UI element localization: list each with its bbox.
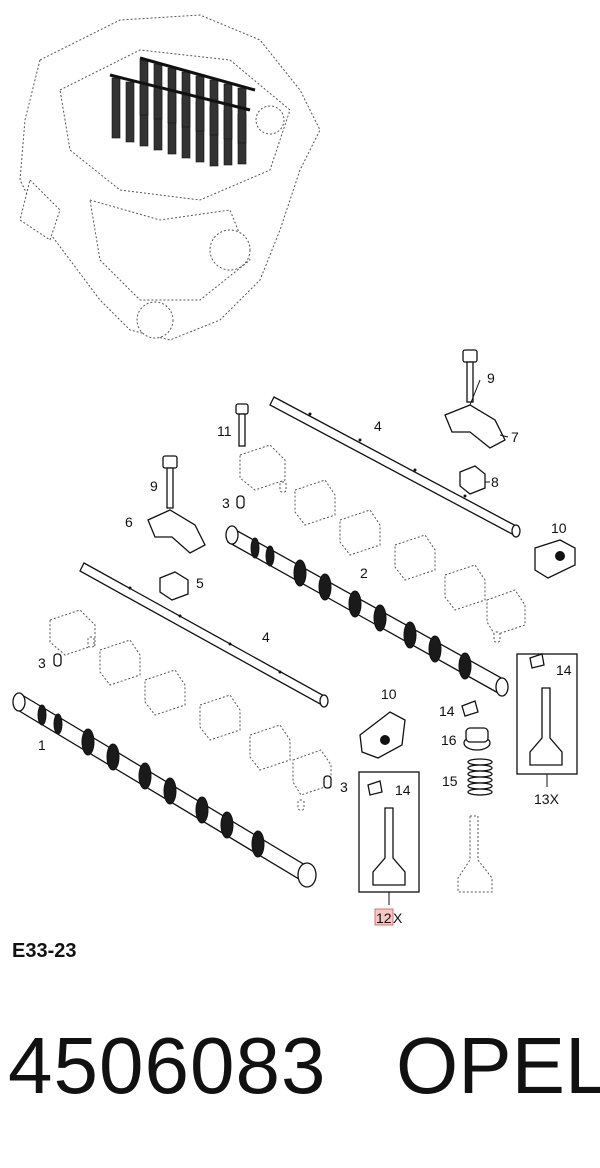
highlight-12 [374, 908, 394, 926]
dowel-3-a [236, 495, 245, 509]
bracket-7 [444, 404, 506, 449]
callout-4-a: 4 [374, 418, 382, 434]
bearing-caps-lower-outline [49, 609, 332, 811]
valve-seal-16 [463, 727, 491, 751]
callout-9-a: 9 [487, 370, 495, 386]
callout-3-a: 3 [222, 495, 230, 511]
valve-kit-12x-box [358, 771, 420, 905]
figure-code: E33-23 [12, 940, 77, 962]
valve-spring-15 [467, 758, 493, 796]
callout-6: 6 [125, 514, 133, 530]
callout-10-b: 10 [381, 686, 397, 702]
callout-14-c: 14 [395, 782, 411, 798]
callout-14-a: 14 [556, 662, 572, 678]
dowel-3-b [53, 653, 62, 667]
bolt-9-upper [462, 349, 478, 403]
camshaft-exhaust [12, 692, 317, 888]
callout-leaders [469, 379, 509, 483]
rocker-shaft-upper [269, 396, 521, 538]
valve-kit-13x-box [516, 653, 578, 787]
valve-keepers-14 [461, 700, 479, 717]
rocker-arm-10-upper [534, 539, 576, 579]
bracket-6 [147, 509, 206, 554]
callout-7: 7 [511, 429, 519, 445]
callout-12: 12 [376, 910, 392, 926]
callout-13: 13X [534, 791, 560, 807]
callout-15: 15 [442, 773, 458, 789]
brand-name: OPEL [396, 1021, 600, 1110]
bolt-9-lower [162, 455, 178, 509]
clip-8 [459, 465, 486, 495]
callout-3-c: 3 [340, 779, 348, 795]
valve-ghost [457, 815, 493, 893]
bolt-11 [235, 403, 249, 447]
engine-overview-illustration [19, 14, 321, 341]
callout-16: 16 [441, 732, 457, 748]
part-number: 4506083 [8, 1021, 327, 1110]
callout-12-x: X [393, 910, 403, 926]
callout-1: 1 [38, 737, 46, 753]
callout-4-b: 4 [262, 629, 270, 645]
exploded-parts-diagram: 1 2 3 3 3 4 4 5 6 7 8 9 9 10 10 11 12 X … [12, 14, 578, 926]
callout-9-b: 9 [150, 478, 158, 494]
callout-2: 2 [360, 565, 368, 581]
dowel-3-c [323, 775, 332, 789]
bearing-caps-upper-outline [239, 444, 526, 643]
callout-8: 8 [491, 474, 499, 490]
callout-14-b: 14 [439, 703, 455, 719]
camshaft-intake [225, 525, 509, 697]
callout-10-a: 10 [551, 520, 567, 536]
callout-3-b: 3 [38, 655, 46, 671]
clip-5 [159, 571, 189, 601]
callout-5: 5 [196, 575, 204, 591]
callout-11: 11 [217, 423, 232, 439]
rocker-shaft-lower [79, 562, 329, 708]
rocker-arm-10-lower [359, 711, 406, 759]
